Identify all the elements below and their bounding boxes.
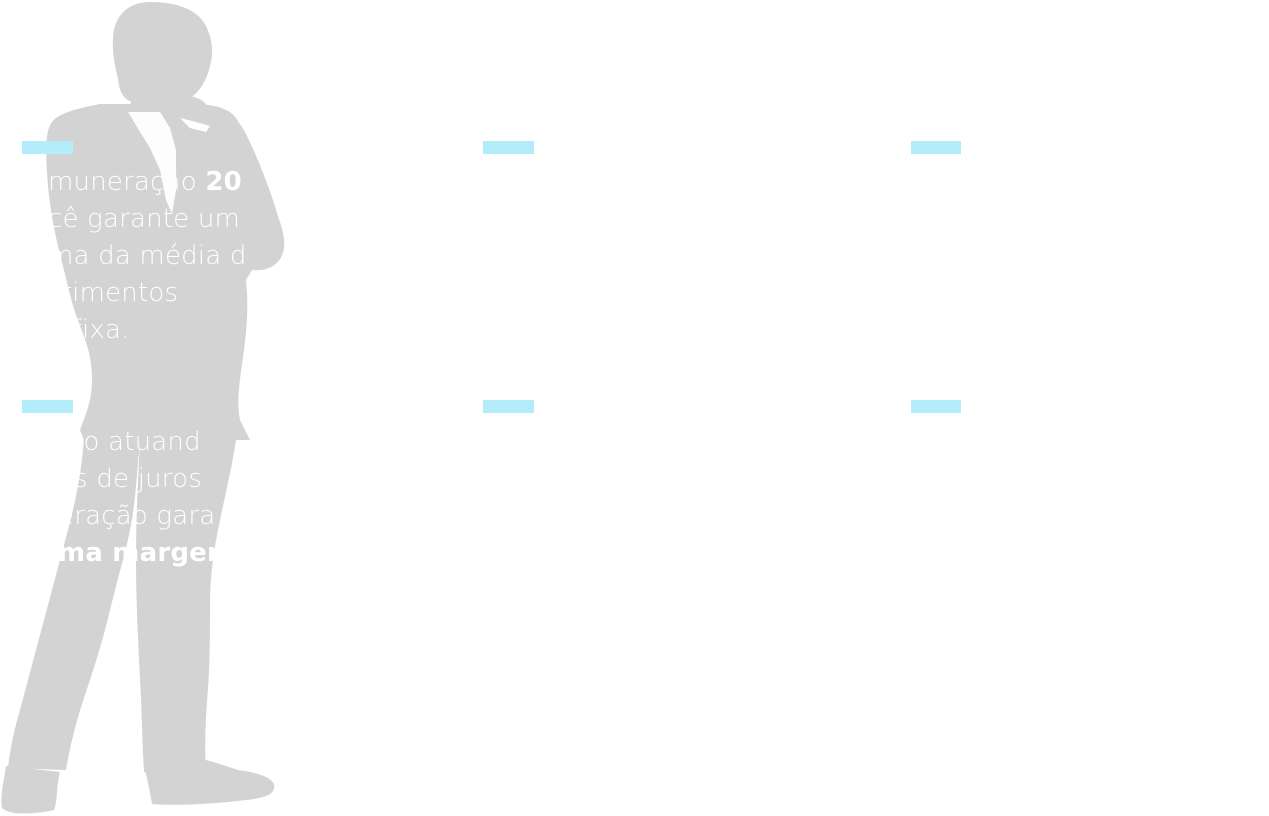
card-4-line-3: eração gara bbox=[58, 501, 216, 531]
card-1-line-3: ma da média d bbox=[48, 241, 247, 271]
card-6-accent-bar bbox=[911, 400, 961, 413]
card-4-line-2: as de juros bbox=[58, 464, 202, 494]
card-3-accent-bar bbox=[911, 141, 961, 154]
card-3 bbox=[911, 160, 1251, 360]
card-1-line-1: muneração 20 bbox=[48, 167, 242, 197]
card-2-accent-bar bbox=[483, 141, 534, 154]
card-1-accent-bar bbox=[22, 141, 73, 154]
card-2 bbox=[483, 160, 863, 360]
card-1-line-5: a fixa. bbox=[48, 315, 130, 345]
card-4-text-clip: mo atuand as de juros eração gara ma mar… bbox=[0, 420, 290, 590]
card-5-accent-bar bbox=[483, 400, 534, 413]
card-4-line-1: mo atuand bbox=[58, 427, 201, 457]
card-1-text-clip: muneração 20 cê garante um ma da média d… bbox=[0, 160, 290, 360]
card-4-accent-bar bbox=[22, 400, 73, 413]
card-5 bbox=[483, 420, 863, 590]
card-4-text: mo atuand as de juros eração gara ma mar… bbox=[58, 424, 234, 572]
card-6 bbox=[911, 420, 1251, 590]
card-1-line-4: stimentos bbox=[48, 278, 179, 308]
card-1-line-2: cê garante um bbox=[48, 204, 241, 234]
businessman-silhouette-icon bbox=[1, 2, 285, 814]
card-1-text: muneração 20 cê garante um ma da média d… bbox=[48, 164, 247, 349]
card-4-line-4: ma margem bbox=[58, 538, 235, 568]
